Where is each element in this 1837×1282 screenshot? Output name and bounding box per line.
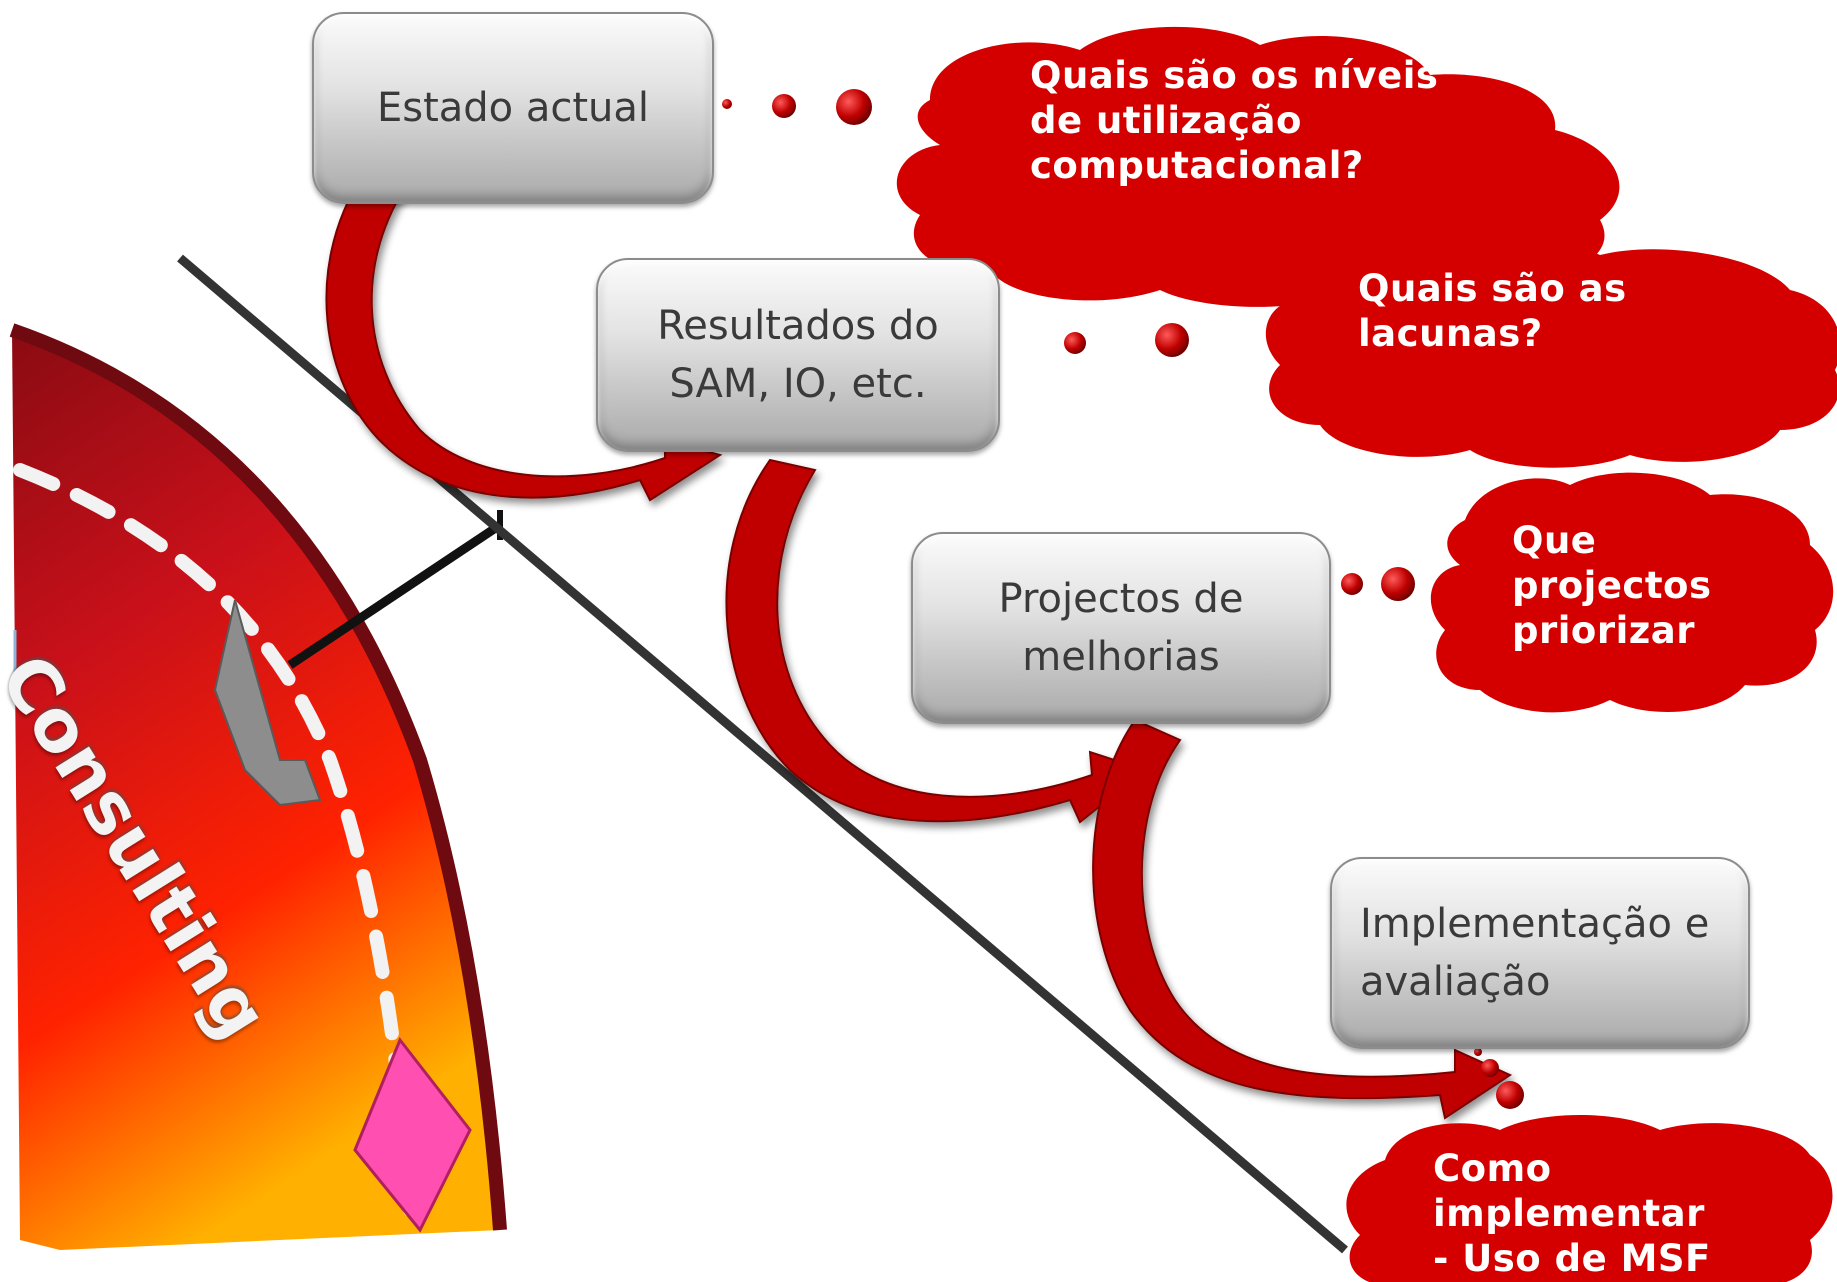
question-priorizar: Que projectos priorizar	[1512, 519, 1712, 652]
question-implementar: Como implementar - Uso de MSF	[1433, 1147, 1711, 1280]
step-label-projectos: Projectos de melhorias	[998, 576, 1244, 680]
dot-1c	[836, 89, 872, 125]
wheel-segment	[12, 330, 500, 1250]
connector-dots	[722, 89, 1524, 1109]
wheel-diamond-icon	[353, 1037, 472, 1233]
dot-2b	[1064, 332, 1086, 354]
flow-arrow-3	[1092, 718, 1513, 1120]
question-clouds	[896, 26, 1837, 1282]
step-label-resultados: Resultados do SAM, IO, etc.	[657, 303, 939, 407]
step-box-resultados: Resultados do SAM, IO, etc.	[596, 258, 1000, 452]
connector-line	[287, 521, 503, 669]
cloud-3	[1430, 472, 1834, 713]
question-utilizacao: Quais são os níveis de utilização comput…	[1030, 54, 1439, 187]
dot-4b	[1481, 1059, 1499, 1077]
step-box-estado-actual: Estado actual	[312, 12, 714, 204]
dot-3c	[1381, 567, 1415, 601]
dot-3b	[1341, 573, 1363, 595]
step-label-implementacao: Implementação e avaliação	[1360, 901, 1710, 1005]
step-box-implementacao: Implementação e avaliação	[1330, 857, 1750, 1049]
wheel-rim	[9, 323, 507, 1231]
step-label-estado-actual: Estado actual	[376, 85, 650, 131]
dot-1b	[772, 94, 796, 118]
dot-1a	[722, 99, 732, 109]
wheel-pointer-icon	[213, 599, 322, 807]
step-box-projectos: Projectos de melhorias	[911, 532, 1331, 724]
wheel-dashed-track	[13, 463, 417, 1217]
cloud-4	[1346, 1115, 1833, 1282]
question-lacunas: Quais são as lacunas?	[1358, 267, 1627, 355]
dot-4a	[1474, 1048, 1482, 1056]
dot-2c	[1155, 323, 1189, 357]
cloud-1	[896, 26, 1620, 307]
dot-4c	[1496, 1081, 1524, 1109]
cloud-2	[1265, 240, 1837, 468]
